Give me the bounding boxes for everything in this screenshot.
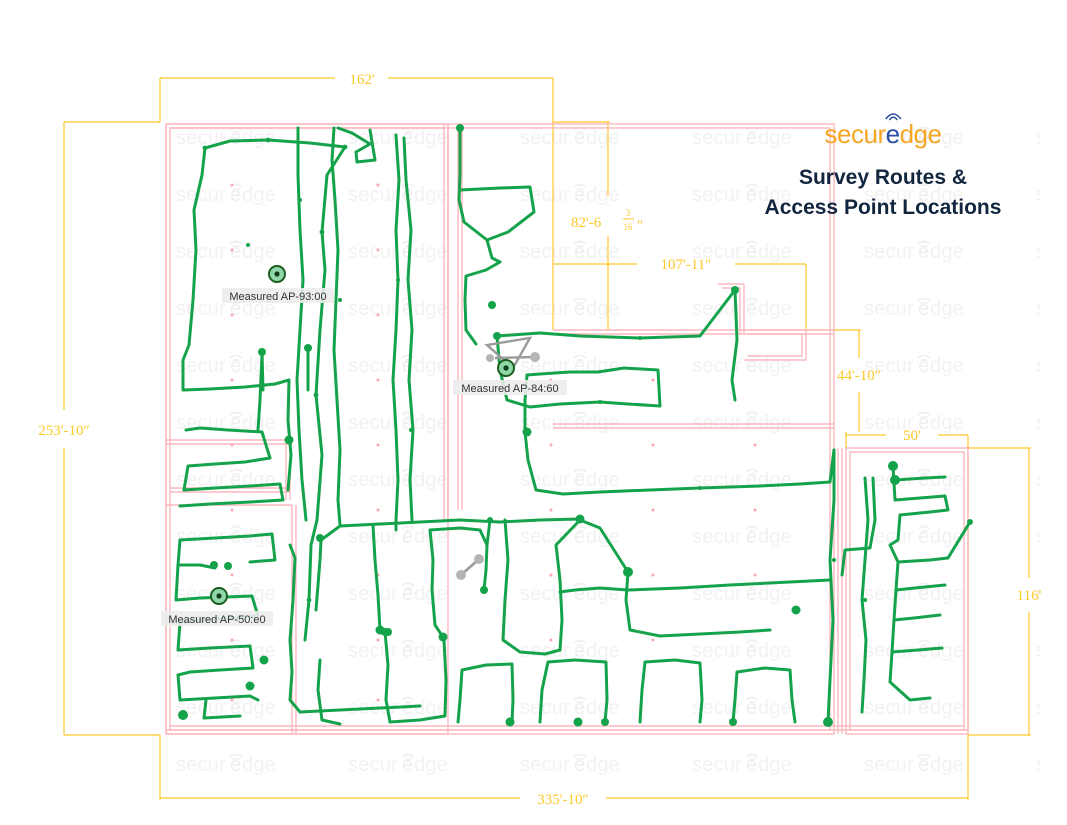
survey-route (428, 528, 445, 639)
survey-route (402, 136, 415, 522)
survey-route (826, 448, 836, 724)
survey-route (730, 288, 739, 402)
survey-route (178, 532, 277, 564)
route-vertices (178, 124, 973, 727)
survey-route (495, 288, 737, 340)
survey-route (458, 662, 515, 724)
dimension-label-44-10: 44'-10″ (837, 368, 881, 384)
survey-route (893, 475, 947, 482)
access-point-label: Measured AP-50:e0 (168, 614, 265, 626)
ap-label-background (453, 380, 567, 395)
dimension-label-107-11: 107'-11″ (661, 257, 712, 273)
survey-route (554, 518, 582, 652)
dimension-label-335-10: 335'-10″ (537, 792, 588, 808)
survey-route (314, 538, 323, 612)
survey-route (256, 353, 264, 432)
survey-route (888, 650, 932, 702)
survey-route-layer[interactable] (174, 126, 972, 726)
survey-route (892, 588, 942, 622)
survey-route (485, 518, 492, 547)
dimension-labels: 162' 82'-6 3 16 ″ 107'-11″ 44'-10″ 50' 2… (38, 72, 1041, 808)
dimension-label-82-6-num: 3 (626, 208, 631, 218)
survey-route (371, 523, 382, 632)
survey-route (523, 430, 836, 496)
survey-route (840, 476, 877, 577)
survey-route (495, 334, 662, 409)
survey-route (178, 482, 285, 508)
access-point-label: Measured AP-93:00 (229, 291, 326, 303)
survey-route (181, 146, 291, 392)
wifi-arc-icon (884, 113, 902, 121)
survey-route (891, 464, 950, 517)
survey-route (457, 126, 502, 302)
angle-measure-tool[interactable] (484, 336, 540, 370)
survey-route (890, 618, 944, 654)
survey-route (391, 133, 401, 532)
title-block: secur edge Survey Routes & Access Point … (733, 113, 1033, 224)
logo-text-e: e (885, 119, 900, 149)
access-point-layer[interactable]: Measured AP-93:00 Measured AP-84:60 Meas… (161, 265, 567, 626)
survey-route (202, 698, 242, 720)
access-point-label: Measured AP-84:60 (461, 383, 558, 395)
survey-route (176, 538, 217, 570)
logo-letter-e: e (884, 113, 902, 149)
survey-route (463, 298, 478, 346)
access-point-marker[interactable] (268, 265, 286, 283)
survey-route (558, 586, 630, 594)
survey-route (288, 543, 302, 714)
survey-route (388, 638, 448, 724)
survey-route (638, 658, 704, 724)
page-title-line2: Access Point Locations (764, 196, 1002, 220)
tool-handle-left[interactable] (486, 354, 494, 362)
survey-route (733, 666, 797, 724)
dimension-label-50: 50' (903, 428, 921, 444)
logo-text-right: dge (899, 119, 942, 149)
survey-route (319, 517, 582, 542)
ap-label-background (161, 611, 273, 626)
survey-route (203, 138, 347, 642)
survey-route (456, 698, 462, 724)
survey-route (894, 560, 947, 592)
page-title-line1: Survey Routes & (798, 165, 968, 189)
survey-route (336, 126, 377, 164)
dimension-label-82-6: 82'-6 (571, 215, 602, 231)
dimension-label-82-6-den: 16 (624, 222, 634, 232)
reference-points (230, 183, 757, 702)
survey-route (624, 570, 772, 638)
survey-route (626, 578, 832, 592)
dimension-label-82-6-unit: ″ (637, 218, 643, 234)
tool-handle-right[interactable] (530, 352, 540, 362)
access-point-marker[interactable] (497, 359, 515, 377)
wall-layer (165, 123, 969, 735)
survey-route (330, 126, 342, 527)
logo-text-left: secur (824, 119, 887, 149)
survey-route (182, 426, 272, 492)
ap-label-background (222, 288, 334, 303)
survey-route (538, 658, 609, 724)
survey-route (860, 476, 870, 714)
dimension-label-253-10: 253'-10″ (38, 423, 89, 439)
page-title: Survey Routes & Access Point Locations (733, 163, 1033, 224)
survey-route (316, 658, 342, 726)
survey-route (176, 620, 255, 677)
measure-segment-marker[interactable] (456, 554, 484, 580)
survey-route (458, 185, 536, 242)
dimension-label-162: 162' (349, 72, 375, 88)
access-point-marker[interactable] (210, 587, 228, 605)
survey-route (295, 126, 308, 522)
survey-route (383, 630, 392, 724)
survey-route (578, 518, 630, 574)
dimension-label-116: 116' (1017, 588, 1042, 604)
survey-route (501, 518, 562, 656)
survey-route (176, 673, 260, 702)
survey-route (428, 526, 489, 592)
securedge-logo: secur edge (824, 113, 942, 149)
